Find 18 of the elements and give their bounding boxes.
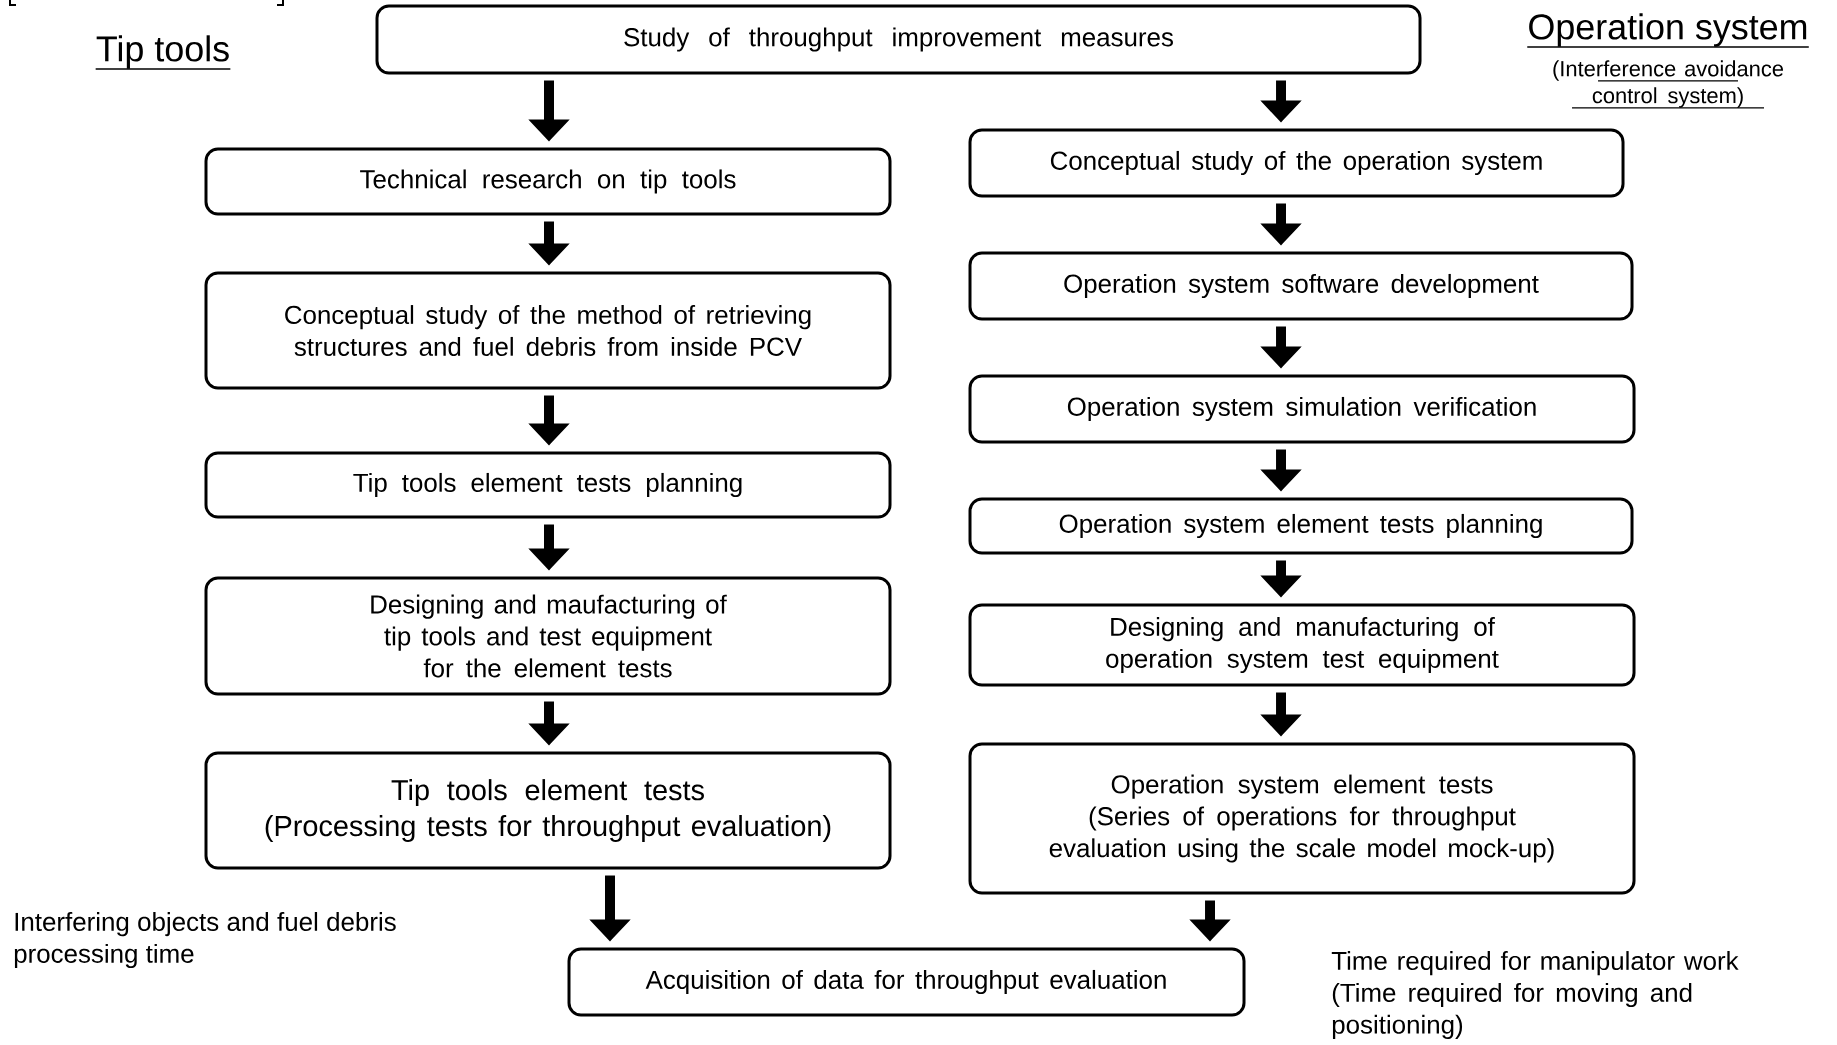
process-box: Designing and maufacturing of tip tools and test equipment for the element tests — [204, 576, 892, 696]
process-box: Technical research on tip tools — [204, 147, 892, 216]
process-box: Operation system software development — [968, 251, 1634, 321]
process-box: Acquisition of data for throughput evaluation — [567, 947, 1246, 1017]
process-box: Conceptual study of the method of retrieving structures and fuel debris from inside PCV — [204, 271, 892, 390]
note-text: Interfering objects and fuel debris processing time — [14, 912, 396, 968]
process-box: Operation system element tests (Series of operations for throughput evaluation using the scale model mock-up) — [968, 742, 1636, 895]
subheading-text: (Interference avoidance control system) — [1553, 60, 1783, 109]
process-box: Study of throughput improvement measures — [375, 4, 1422, 75]
process-box: Designing and manufacturing of operation system test equipment — [968, 603, 1636, 687]
process-box: Tip tools element tests (Processing tests for throughput evaluation) — [204, 751, 892, 870]
heading-text: Operation system — [1526, 13, 1810, 48]
heading-text: Tip tools — [94, 35, 232, 70]
note-text: Time required for manipulator work (Time required for moving and positioning) — [1331, 951, 1739, 1039]
process-box: Operation system simulation verification — [968, 374, 1636, 444]
process-box: Operation system element tests planning — [968, 497, 1634, 555]
process-box: Conceptual study of the operation system — [968, 128, 1625, 198]
process-box: Tip tools element tests planning — [204, 451, 892, 519]
